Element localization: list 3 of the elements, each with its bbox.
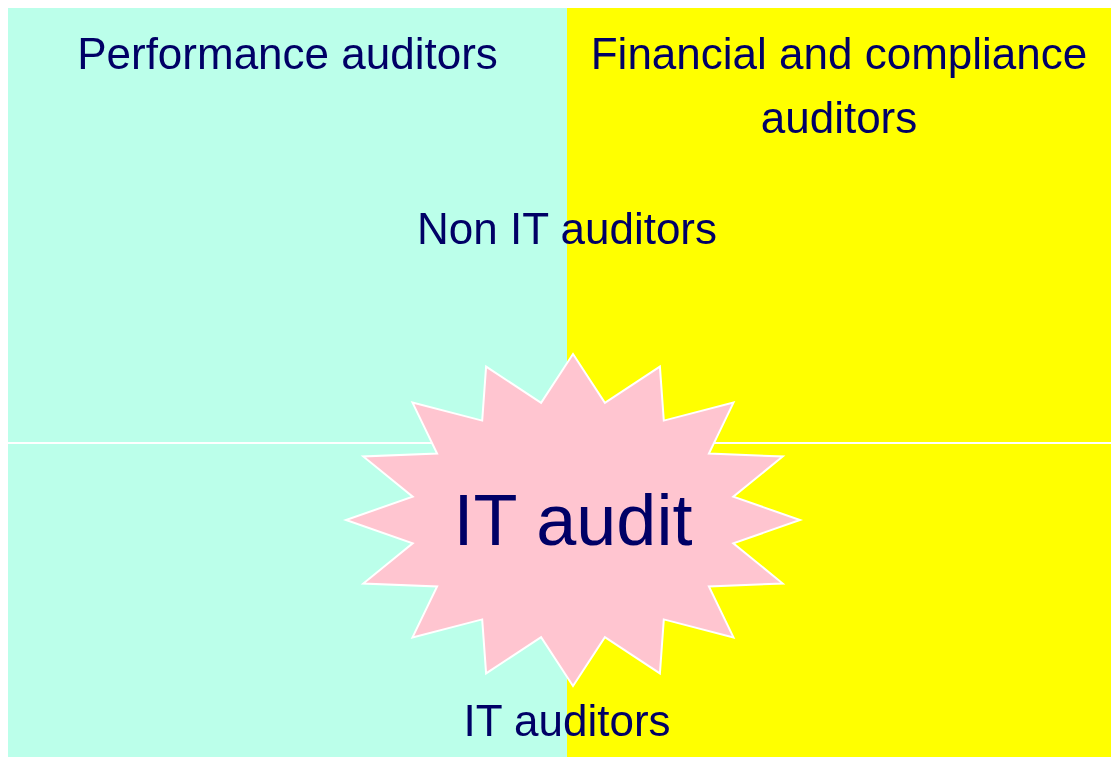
panel-heading: Financial and compliance auditors	[589, 28, 1089, 144]
starburst-text: IT audit	[453, 480, 693, 560]
panel-heading: Performance auditors	[76, 28, 499, 80]
